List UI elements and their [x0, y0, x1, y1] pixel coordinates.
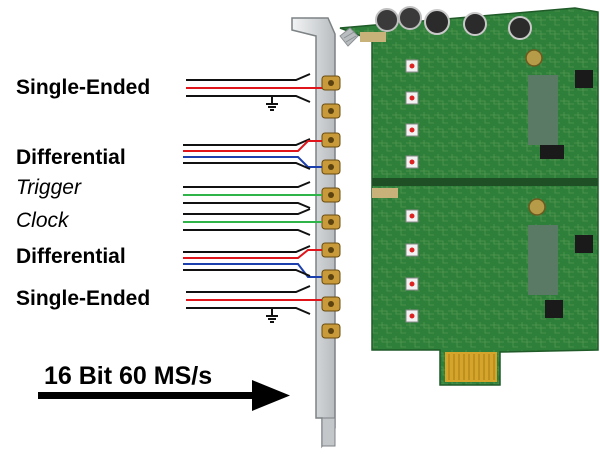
wire-single-ended-bottom [186, 285, 322, 323]
label-single-ended-bottom: Single-Ended [16, 287, 151, 310]
label-clock: Clock [16, 209, 69, 232]
speed-caption: 16 Bit 60 MS/s [44, 362, 213, 390]
wire-differential-top [183, 138, 322, 170]
label-trigger: Trigger [16, 176, 81, 199]
label-differential-bottom: Differential [16, 245, 126, 268]
wire-clock [183, 208, 322, 236]
ground-symbol-icon [266, 103, 278, 111]
trim-potentiometers [405, 59, 419, 323]
capacitors [375, 6, 546, 216]
ground-symbol-icon [266, 315, 278, 323]
chips [360, 32, 593, 318]
module-divider [372, 178, 598, 186]
pcie-gold-contacts [445, 352, 497, 382]
label-single-ended-top: Single-Ended [16, 76, 151, 99]
wire-single-ended-top [186, 73, 322, 111]
label-differential-top: Differential [16, 146, 126, 169]
wire-trigger [183, 181, 322, 209]
pcb-board [339, 6, 599, 386]
right-arrow-icon [38, 380, 290, 411]
spectrum-logo-icon [339, 27, 359, 47]
signal-wires [183, 73, 322, 323]
wire-differential-bottom [183, 245, 322, 278]
pci-bracket [291, 17, 359, 449]
